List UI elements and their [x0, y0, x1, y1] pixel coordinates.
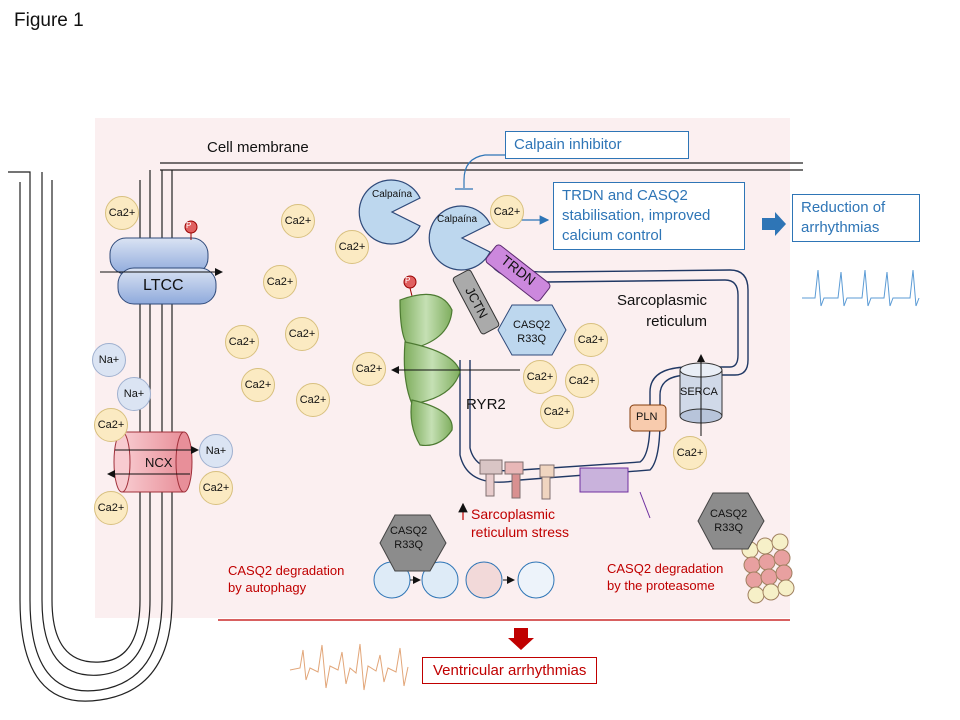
- down-arrow: [508, 628, 534, 650]
- serca-label: SERCA: [680, 386, 718, 398]
- sodium-ion: Na+: [117, 377, 151, 411]
- casq2-proteasome-line-2: R33Q: [714, 522, 744, 534]
- casq2-line-2: R33Q: [517, 333, 547, 345]
- cell-membrane-label: Cell membrane: [207, 139, 309, 156]
- reduction-box: Reduction of arrhythmias: [792, 194, 920, 242]
- calcium-ion: Ca2+: [105, 196, 139, 230]
- pln-label: PLN: [636, 411, 658, 423]
- figure-title: Figure 1: [14, 10, 84, 31]
- serca-pump: [679, 354, 723, 436]
- calcium-ion: Ca2+: [94, 408, 128, 442]
- stabilisation-line-1: TRDN and CASQ2: [562, 187, 688, 204]
- calpain-pacman: [358, 179, 491, 271]
- calcium-ion: Ca2+: [523, 360, 557, 394]
- ncx-exchanger: [107, 431, 199, 493]
- casq2-line-1: CASQ2: [513, 319, 551, 331]
- cell-membrane: [8, 162, 803, 702]
- casq2-label: CASQ2 R33Q: [513, 318, 550, 346]
- calcium-ion: Ca2+: [225, 325, 259, 359]
- er-stress-proteins: [479, 459, 651, 519]
- casq2-autophagy-line-2: R33Q: [394, 539, 424, 551]
- sr-stress-label: Sarcoplasmic reticulum stress: [471, 505, 569, 541]
- calcium-ion: Ca2+: [565, 364, 599, 398]
- calcium-ion: Ca2+: [281, 204, 315, 238]
- jctn-protein: [452, 269, 500, 335]
- calcium-ion: Ca2+: [263, 265, 297, 299]
- proteasome-label: CASQ2 degradation by the proteasome: [607, 560, 723, 594]
- autophagy-line-1: CASQ2 degradation: [228, 563, 345, 578]
- ryr2-channel: [391, 293, 520, 447]
- casq2-proteasome-line-1: CASQ2: [710, 508, 748, 520]
- calcium-ion: Ca2+: [490, 195, 524, 229]
- calcium-ion: Ca2+: [296, 383, 330, 417]
- reduction-line-2: arrhythmias: [801, 219, 880, 236]
- ltcc-label: LTCC: [143, 277, 184, 294]
- proteasome-line-2: by the proteasome: [607, 578, 715, 593]
- ecg-arrhythmic: [289, 643, 409, 691]
- calpain-inhibitor-box: Calpain inhibitor: [505, 131, 689, 159]
- phosphate-marker: [184, 220, 417, 297]
- p-label-ltcc: P: [186, 221, 192, 230]
- calcium-ion: Ca2+: [335, 230, 369, 264]
- stabilisation-line-3: calcium control: [562, 227, 663, 244]
- casq2-autophagy-label: CASQ2 R33Q: [390, 524, 427, 552]
- proteasome-line-1: CASQ2 degradation: [607, 561, 724, 576]
- casq2-hexagon: [497, 304, 567, 356]
- autophagy-process: [373, 561, 555, 599]
- proteasome: [741, 533, 795, 604]
- calcium-ion: Ca2+: [285, 317, 319, 351]
- calpain-label-1: Calpaína: [372, 189, 413, 200]
- calcium-ion: Ca2+: [673, 436, 707, 470]
- sodium-ion: Na+: [199, 434, 233, 468]
- pln-protein: [629, 404, 667, 432]
- ryr2-label: RYR2: [466, 396, 506, 413]
- inhibitor-line: [455, 154, 505, 190]
- autophagy-label: CASQ2 degradation by autophagy: [228, 562, 344, 596]
- casq2-autophagy-line-1: CASQ2: [390, 525, 428, 537]
- casq2-degraded-hexagon: [379, 492, 765, 572]
- p-label-ryr: P: [405, 276, 411, 285]
- ltcc-channel: [100, 237, 223, 305]
- sr-line-1: Sarcoplasmic: [617, 292, 708, 309]
- autophagy-line-2: by autophagy: [228, 580, 307, 595]
- ventricular-arrhythmias-box: Ventricular arrhythmias: [422, 657, 598, 684]
- calcium-ion: Ca2+: [241, 368, 275, 402]
- calpain-label-2: Calpaína: [437, 214, 478, 225]
- sr-line-2: reticulum: [646, 313, 708, 330]
- trdn-protein: [485, 244, 551, 302]
- outcome-arrow: [762, 212, 786, 236]
- calcium-ion: Ca2+: [352, 352, 386, 386]
- ecg-normal: [802, 269, 920, 307]
- sodium-ion: Na+: [92, 343, 126, 377]
- stabilisation-box: TRDN and CASQ2 stabilisation, improved c…: [553, 182, 745, 250]
- calcium-ion: Ca2+: [540, 395, 574, 429]
- calcium-ion: Ca2+: [574, 323, 608, 357]
- calcium-ion: Ca2+: [94, 491, 128, 525]
- ncx-label: NCX: [145, 455, 173, 470]
- reduction-line-1: Reduction of: [801, 199, 886, 216]
- sr-label: Sarcoplasmic reticulum: [617, 290, 707, 332]
- stabilisation-line-2: stabilisation, improved: [562, 207, 711, 224]
- casq2-proteasome-label: CASQ2 R33Q: [710, 507, 747, 535]
- calcium-ion: Ca2+: [199, 471, 233, 505]
- sr-stress-line-1: Sarcoplasmic: [471, 506, 556, 522]
- sr-stress-line-2: reticulum stress: [471, 524, 570, 540]
